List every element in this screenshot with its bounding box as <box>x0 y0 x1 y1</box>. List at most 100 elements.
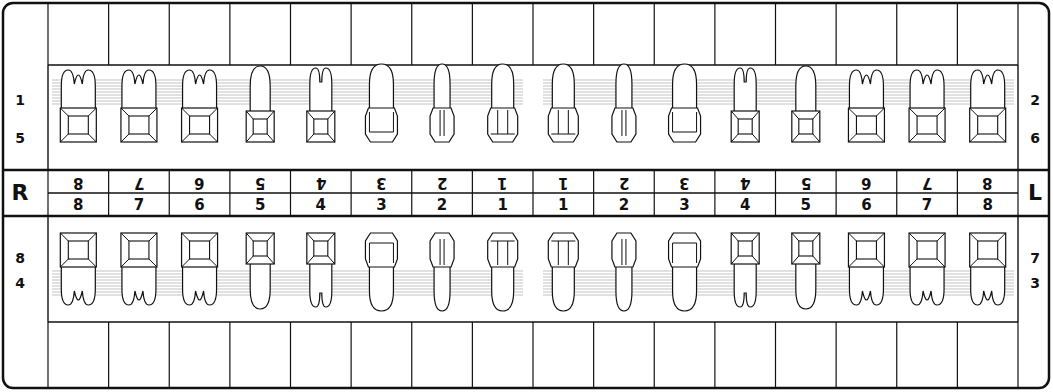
chart-line <box>836 322 837 388</box>
chart-line <box>1017 3 1018 65</box>
chart-line <box>792 134 799 142</box>
chart-line <box>472 3 473 65</box>
chart-line <box>731 111 738 119</box>
chart-line <box>836 170 837 216</box>
chart-line <box>937 233 945 241</box>
tooth-crown <box>970 108 1006 142</box>
chart-line <box>411 3 412 65</box>
chart-line <box>909 259 917 267</box>
occlusal-surface <box>978 241 998 259</box>
tooth-crown <box>488 233 518 267</box>
tooth-crown <box>792 233 820 264</box>
chart-line <box>149 233 157 241</box>
chart-line <box>672 112 673 132</box>
lower-teeth <box>52 233 1014 311</box>
chart-line <box>60 233 68 241</box>
occlusal-surface <box>68 241 88 259</box>
chart-line <box>937 259 945 267</box>
tooth-crown <box>430 233 454 267</box>
chart-line <box>169 170 170 216</box>
chart-line <box>957 3 958 65</box>
chart-line <box>621 110 622 136</box>
chart-line <box>876 108 884 116</box>
occlusal-surface <box>738 241 752 256</box>
chart-line <box>752 256 759 264</box>
occlusal-surface <box>856 116 876 134</box>
chart-line <box>909 134 917 142</box>
occlusal-surface <box>856 241 876 259</box>
chart-line <box>328 233 335 241</box>
tooth-number: 1 <box>558 198 568 213</box>
chart-line <box>998 233 1006 241</box>
tooth-number: 8 <box>73 198 83 213</box>
tooth-number: 5 <box>801 175 811 190</box>
chart-line <box>654 322 655 388</box>
chart-line <box>246 256 253 264</box>
chart-line <box>673 132 697 133</box>
chart-line <box>491 241 515 242</box>
tooth-number: 7 <box>922 175 932 190</box>
occlusal-surface <box>68 116 88 134</box>
chart-line <box>625 239 626 265</box>
quadrant-number: L <box>1028 182 1042 204</box>
tooth-crown <box>909 233 945 267</box>
tooth-number: 3 <box>376 175 386 190</box>
chart-line <box>411 170 412 216</box>
chart-line <box>532 322 533 388</box>
chart-line <box>876 233 884 241</box>
tooth-number: 8 <box>982 175 992 190</box>
chart-line <box>752 111 759 119</box>
chart-line <box>210 134 218 142</box>
tooth-number: 4 <box>740 198 750 213</box>
chart-line <box>673 243 697 244</box>
chart-line <box>714 3 715 65</box>
tooth-crown <box>430 108 454 142</box>
chart-line <box>896 170 897 216</box>
tooth-crown <box>909 108 945 142</box>
chart-line <box>307 233 314 241</box>
chart-line <box>440 110 441 136</box>
chart-line <box>47 170 48 216</box>
tooth-root <box>796 257 816 309</box>
tooth-number: 3 <box>679 175 689 190</box>
occlusal-surface <box>253 241 267 256</box>
chart-line <box>593 170 594 216</box>
chart-line <box>625 110 626 136</box>
chart-line <box>108 170 109 216</box>
chart-line <box>775 3 776 65</box>
chart-line <box>970 108 978 116</box>
chart-line <box>440 239 441 265</box>
tooth-number: 8 <box>982 198 992 213</box>
chart-line <box>47 322 48 388</box>
tooth-number: 7 <box>922 198 932 213</box>
chart-line <box>1017 170 1018 216</box>
tooth-crown <box>365 108 397 142</box>
chart-line <box>813 111 820 119</box>
chart-line <box>307 134 314 142</box>
tooth-crown <box>731 233 759 264</box>
chart-line <box>558 241 559 265</box>
chart-line <box>307 256 314 264</box>
chart-line <box>568 241 569 265</box>
tooth-crown <box>669 233 701 267</box>
chart-line <box>551 134 575 135</box>
chart-line <box>47 65 48 170</box>
occlusal-surface <box>314 241 328 256</box>
occlusal-surface <box>314 119 328 134</box>
chart-line <box>472 322 473 388</box>
quadrant-number: R <box>12 182 29 204</box>
tooth-crown <box>612 233 636 267</box>
tooth-crown <box>792 111 820 142</box>
chart-line <box>998 134 1006 142</box>
chart-line <box>593 322 594 388</box>
tooth-crown <box>848 108 884 142</box>
tooth-number: 6 <box>194 175 204 190</box>
tooth-number: 6 <box>194 198 204 213</box>
occlusal-surface <box>738 119 752 134</box>
tooth-number: 2 <box>437 175 447 190</box>
quadrant-number: 5 <box>15 131 25 145</box>
chart-line <box>210 108 218 116</box>
chart-line <box>444 110 445 136</box>
chart-line <box>752 233 759 241</box>
